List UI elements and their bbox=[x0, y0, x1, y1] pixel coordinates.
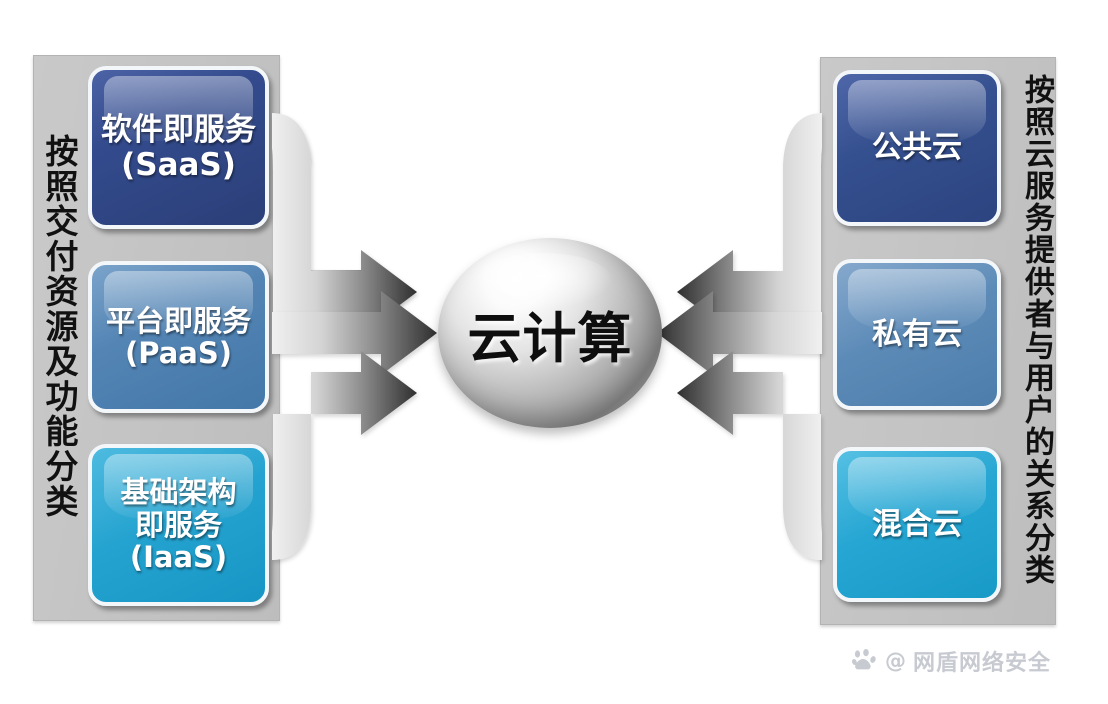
node-saas[interactable]: 软件即服务 (SaaS) bbox=[88, 66, 269, 229]
arrow-left-middle bbox=[272, 291, 437, 375]
arrow-right-top bbox=[677, 113, 822, 334]
node-iaas-line1: 基础架构 bbox=[120, 475, 237, 510]
arrow-right-bottom bbox=[677, 351, 822, 560]
left-category-label: 按照交付资源及功能分类 bbox=[40, 134, 79, 519]
node-iaas[interactable]: 基础架构 即服务 (IaaS) bbox=[88, 444, 269, 606]
arrow-right-middle bbox=[657, 291, 822, 375]
node-private-cloud-label: 私有云 bbox=[872, 316, 962, 352]
node-private-cloud[interactable]: 私有云 bbox=[833, 259, 1001, 410]
node-hybrid-cloud[interactable]: 混合云 bbox=[833, 447, 1001, 602]
node-iaas-line2: 即服务 bbox=[134, 507, 222, 542]
watermark-text: 网盾网络安全 bbox=[913, 651, 1052, 676]
node-paas-line1: 平台即服务 bbox=[105, 303, 251, 338]
arrow-left-bottom bbox=[272, 351, 417, 560]
node-paas[interactable]: 平台即服务 (PaaS) bbox=[88, 261, 269, 413]
center-node-label: 云计算 bbox=[467, 306, 633, 370]
node-paas-line2: (PaaS) bbox=[124, 336, 232, 370]
node-iaas-label: 基础架构 即服务 (IaaS) bbox=[114, 475, 242, 575]
node-public-cloud-label: 公共云 bbox=[872, 130, 962, 166]
node-public-cloud[interactable]: 公共云 bbox=[833, 70, 1001, 226]
center-node-cloud-computing[interactable]: 云计算 bbox=[438, 238, 662, 428]
node-saas-label: 软件即服务 (SaaS) bbox=[95, 113, 262, 182]
right-category-label: 按照云服务提供者与用户的关系分类 bbox=[1019, 74, 1054, 586]
baidu-paw-icon bbox=[852, 649, 876, 670]
node-iaas-line3: (IaaS) bbox=[129, 540, 228, 575]
node-paas-label: 平台即服务 (PaaS) bbox=[100, 303, 257, 370]
node-saas-line1: 软件即服务 bbox=[101, 111, 256, 148]
node-saas-line2: (SaaS) bbox=[121, 146, 236, 183]
watermark-at-symbol: @ bbox=[885, 649, 906, 673]
arrow-left-top-visible bbox=[272, 113, 417, 334]
watermark: @ 网盾网络安全 bbox=[852, 645, 1051, 677]
node-hybrid-cloud-label: 混合云 bbox=[872, 506, 962, 542]
